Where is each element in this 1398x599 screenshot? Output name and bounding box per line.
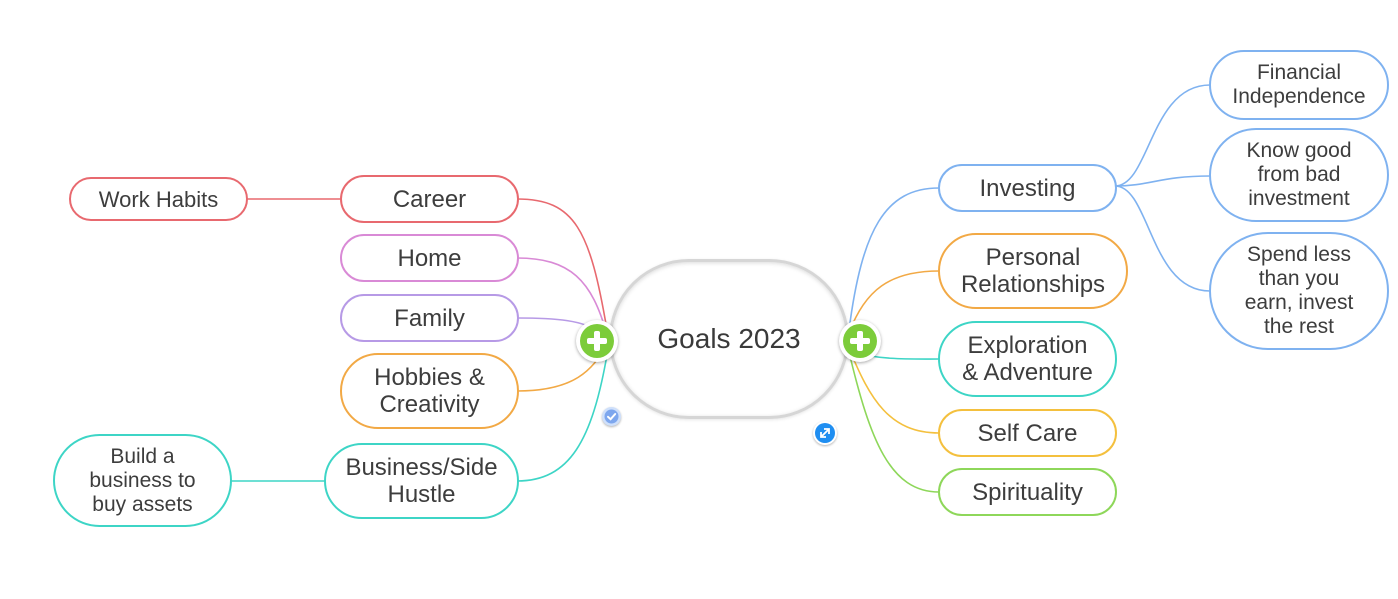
link-home [516,257,608,336]
topic-personal-relationships[interactable]: Personal Relationships [938,233,1128,309]
link-financial [1114,84,1211,187]
topic-career[interactable]: Career [340,175,519,223]
topic-spirituality[interactable]: Spirituality [938,468,1117,516]
link-investing [848,187,940,331]
check-glyph [604,409,619,424]
topic-home[interactable]: Home [340,234,519,282]
topic-hobbies-creativity[interactable]: Hobbies & Creativity [340,353,519,429]
topic-self-care[interactable]: Self Care [938,409,1117,457]
link-self-care [848,347,940,434]
topic-family[interactable]: Family [340,294,519,342]
topic-business-side-hustle[interactable]: Business/Side Hustle [324,443,519,519]
topic-build-business[interactable]: Build a business to buy assets [53,434,232,527]
plus-icon-glyph [580,324,614,358]
topic-spend-less[interactable]: Spend less than you earn, invest the res… [1209,232,1389,350]
topic-exploration-adventure[interactable]: Exploration & Adventure [938,321,1117,397]
expand-arrow-glyph [815,423,835,443]
link-spend-less [1114,185,1211,292]
link-relationships [848,270,940,334]
topic-financial-independence[interactable]: Financial Independence [1209,50,1389,120]
link-spirituality [848,351,940,493]
link-career [516,198,608,331]
plus-icon-glyph [843,324,877,358]
topic-investing[interactable]: Investing [938,164,1117,212]
expand-arrow-icon[interactable] [813,421,837,445]
link-know-good [1114,175,1211,187]
link-business [516,354,608,482]
plus-icon[interactable] [576,320,618,362]
plus-icon[interactable] [839,320,881,362]
check-icon[interactable] [602,407,621,426]
topic-work-habits[interactable]: Work Habits [69,177,248,221]
topic-know-good-investment[interactable]: Know good from bad investment [1209,128,1389,222]
central-topic[interactable]: Goals 2023 [609,259,849,419]
